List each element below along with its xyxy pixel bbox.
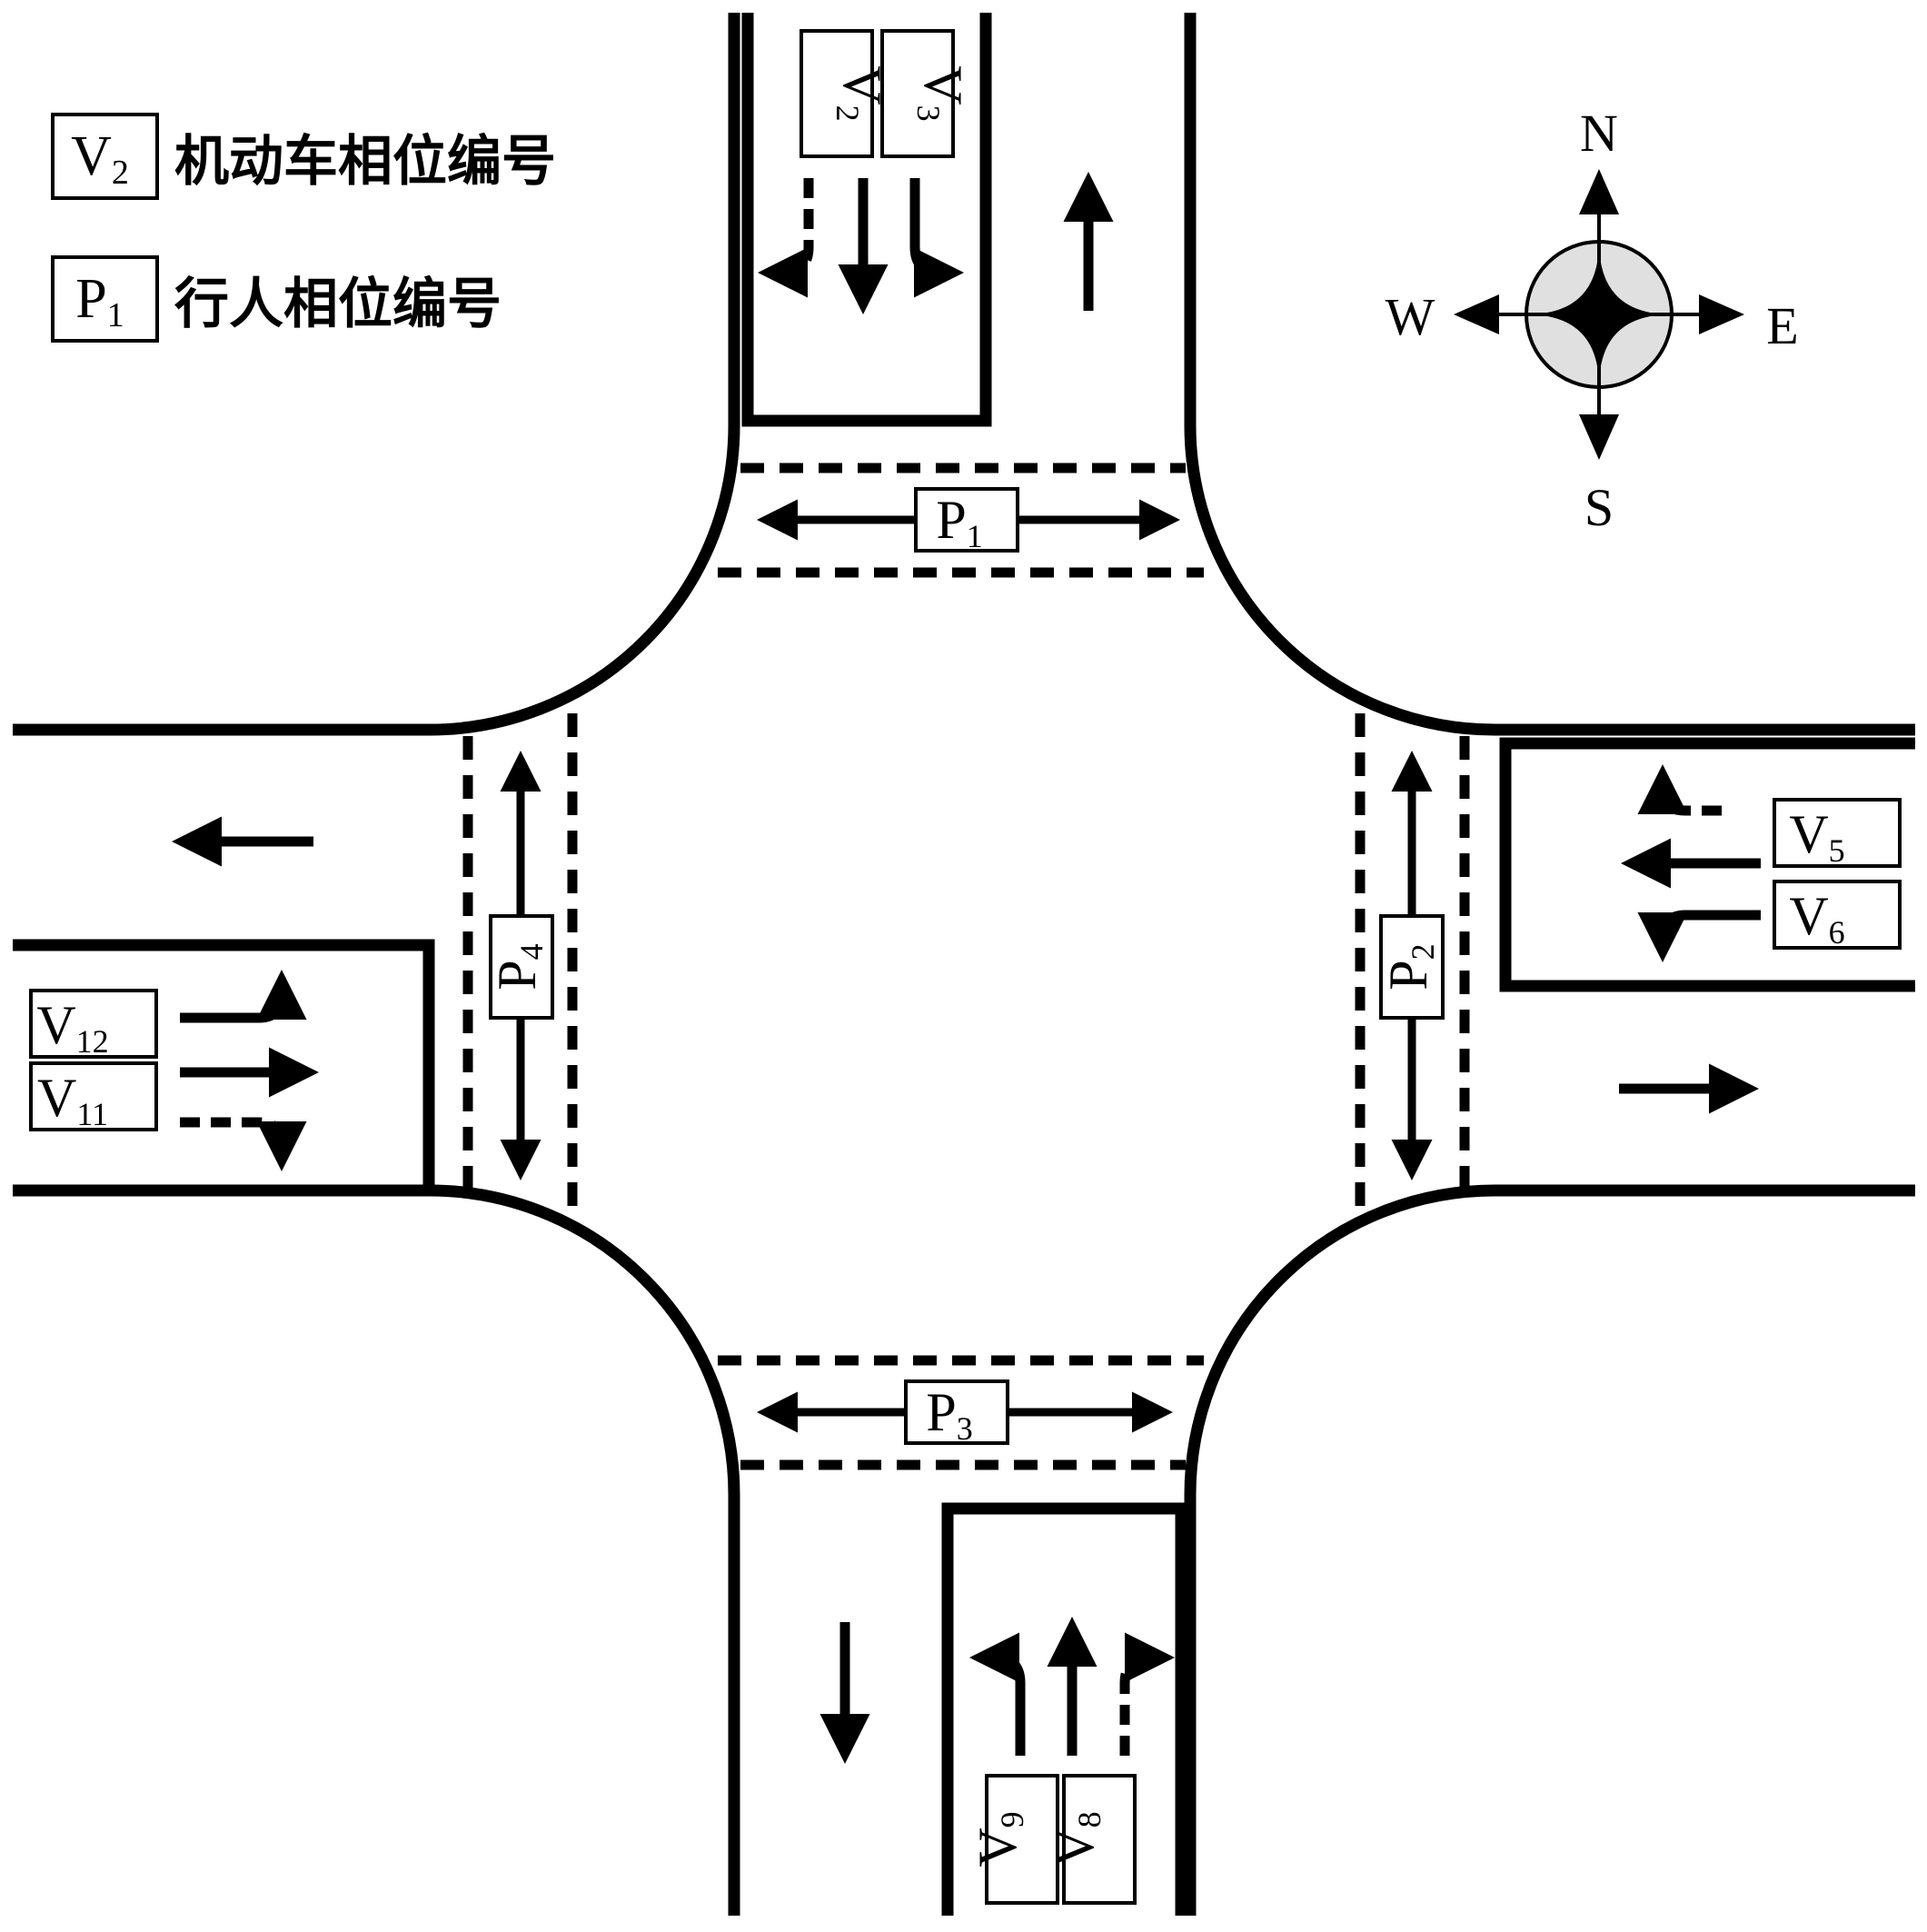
svg-text:V9: V9 <box>968 1811 1031 1867</box>
phase-box-v6: V6 <box>1773 880 1902 951</box>
phase-box-v12: V12 <box>29 989 158 1060</box>
compass-rose: N S W E <box>1386 104 1799 537</box>
pedestrian-phase-labels: P1 P3 P4 P2 <box>487 487 1445 1447</box>
compass-label-e: E <box>1766 296 1798 355</box>
compass-north-arrow-icon <box>1579 169 1619 214</box>
crosswalk-east <box>1355 713 1470 1218</box>
compass-east-arrow-icon <box>1699 294 1744 334</box>
east-right-turn-arrow <box>1637 764 1722 816</box>
compass-label-s: S <box>1584 478 1614 537</box>
curb-north-east <box>1184 13 1915 736</box>
crosswalk-north <box>718 463 1204 578</box>
compass-label-n: N <box>1580 104 1618 163</box>
svg-text:V11: V11 <box>37 1068 108 1132</box>
phase-box-p4: P4 <box>487 914 554 1020</box>
svg-text:P3: P3 <box>926 1382 972 1447</box>
compass-south-arrow-icon <box>1579 414 1619 460</box>
svg-text:V2: V2 <box>71 125 129 192</box>
approach-arrows <box>180 178 1761 1756</box>
north-approach-arrows <box>758 178 964 314</box>
phase-box-v9: V9 <box>968 1774 1059 1905</box>
svg-text:P4: P4 <box>487 943 551 990</box>
phase-box-v8: V8 <box>1045 1774 1137 1905</box>
phase-box-p2: P2 <box>1378 914 1445 1020</box>
curb-north-west <box>13 13 740 736</box>
south-approach-arrows <box>969 1617 1175 1756</box>
svg-text:机动车相位编号: 机动车相位编号 <box>174 130 556 194</box>
median-east <box>1499 737 1915 992</box>
exit-arrows <box>172 172 1759 1764</box>
west-approach-arrows <box>180 970 319 1171</box>
svg-text:P1: P1 <box>75 268 124 334</box>
crosswalk-west <box>462 713 578 1218</box>
road-curbs <box>13 13 1915 1916</box>
crosswalk-south <box>718 1355 1204 1470</box>
svg-text:P2: P2 <box>1378 943 1442 990</box>
west-left-turn-arrow <box>180 970 307 1023</box>
compass-label-w: W <box>1386 287 1435 346</box>
crosswalks <box>462 463 1470 1470</box>
phase-box-v11: V11 <box>29 1061 158 1132</box>
phase-box-p3: P3 <box>904 1379 1009 1447</box>
svg-text:行人相位编号: 行人相位编号 <box>174 273 502 336</box>
south-left-turn-arrow <box>969 1632 1026 1756</box>
svg-text:V5: V5 <box>1789 804 1844 869</box>
south-right-turn-arrow <box>1119 1632 1175 1756</box>
svg-text:V12: V12 <box>36 995 108 1060</box>
west-right-turn-arrow <box>180 1117 307 1171</box>
legend: V2 机动车相位编号 P1 行人相位编号 <box>51 113 556 343</box>
east-left-turn-arrow <box>1637 910 1761 962</box>
north-left-turn-arrow <box>909 178 964 298</box>
median-south <box>941 1502 1187 1916</box>
svg-text:P1: P1 <box>936 490 982 554</box>
lane-medians <box>13 13 1915 1916</box>
curb-south-east <box>1184 1184 1915 1916</box>
svg-text:V6: V6 <box>1789 886 1844 951</box>
phase-box-v5: V5 <box>1773 798 1902 869</box>
north-right-turn-arrow <box>758 178 814 298</box>
svg-text:V3: V3 <box>910 65 974 121</box>
legend-vehicle-phase: V2 机动车相位编号 <box>51 113 556 200</box>
east-approach-arrows <box>1621 764 1761 962</box>
phase-box-v2: V2 <box>800 29 892 158</box>
svg-text:V8: V8 <box>1045 1811 1108 1867</box>
median-north <box>741 13 992 427</box>
legend-pedestrian-phase: P1 行人相位编号 <box>51 255 502 343</box>
phase-box-v3: V3 <box>880 29 974 158</box>
phase-box-p1: P1 <box>914 487 1019 554</box>
curb-south-west <box>13 1184 740 1916</box>
median-west <box>13 939 435 1189</box>
compass-west-arrow-icon <box>1454 294 1499 334</box>
vehicle-phase-labels: V2 V3 V5 V6 V9 V8 V12 V1 <box>29 29 1902 1905</box>
